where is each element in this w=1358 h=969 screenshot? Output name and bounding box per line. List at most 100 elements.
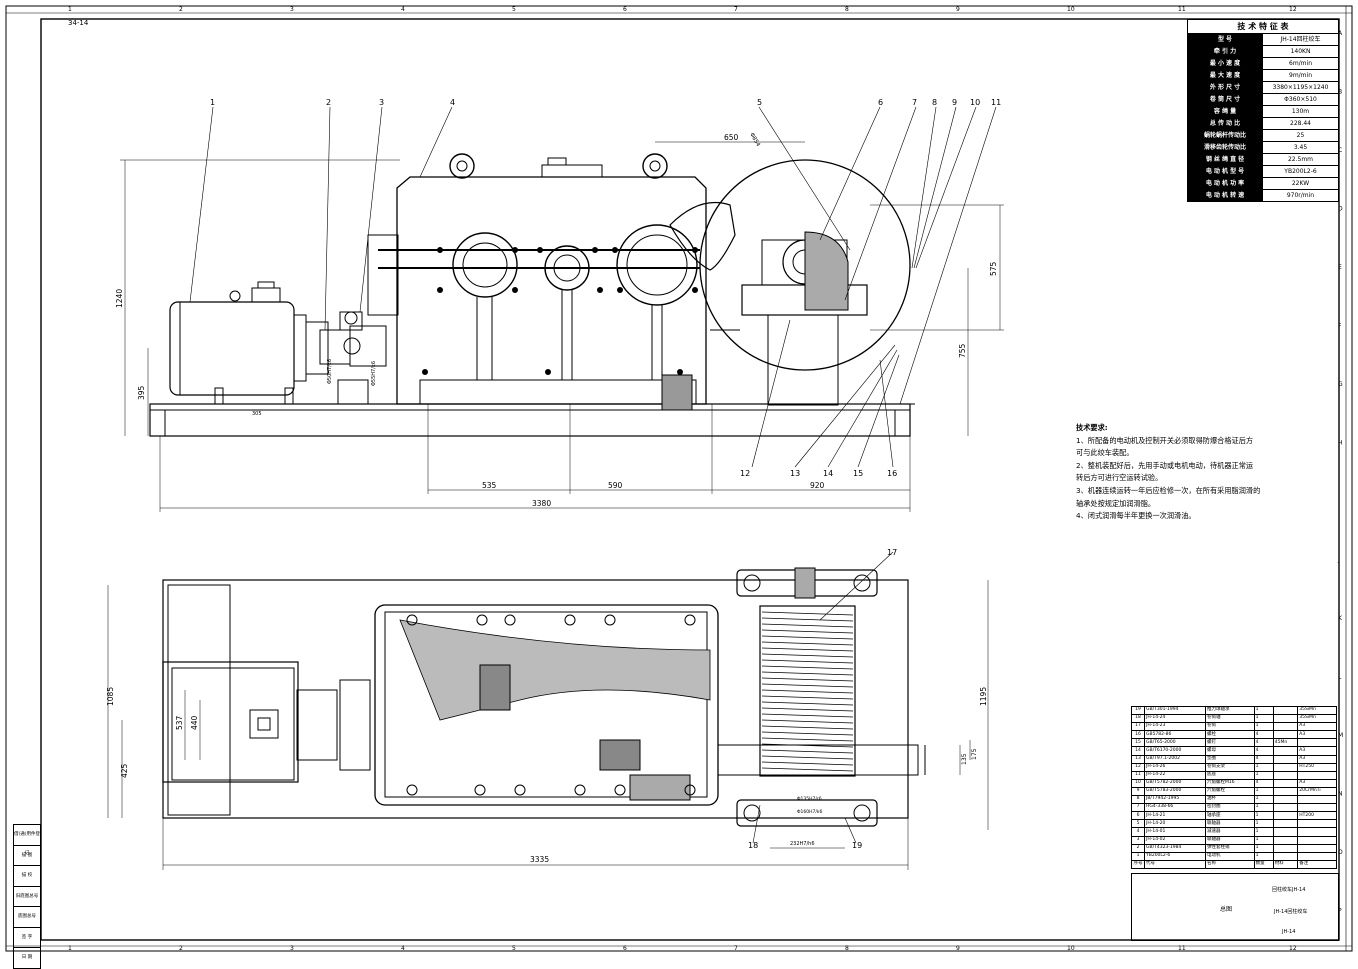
fit-232: 232H7/h6 bbox=[790, 841, 815, 847]
bom-cell-mat bbox=[1272, 811, 1299, 821]
bom-cell-name: 减速器 bbox=[1205, 827, 1255, 837]
rope-wrap bbox=[761, 617, 854, 622]
grid-column-label: 12 bbox=[1289, 945, 1297, 952]
bom-cell-mat bbox=[1272, 722, 1299, 732]
grid-column-label: 1 bbox=[68, 945, 72, 952]
grid-column-label: 6 bbox=[623, 945, 627, 952]
rope-wrap bbox=[761, 707, 854, 712]
bom-cell-name: 轴承座 bbox=[1205, 811, 1255, 821]
grid-column-label: 6 bbox=[623, 6, 627, 13]
bom-cell-name: 螺栓 bbox=[1205, 730, 1255, 740]
dim-305: 305 bbox=[252, 411, 262, 417]
bom-cell-mat bbox=[1272, 803, 1299, 813]
grid-column-label: 3 bbox=[290, 945, 294, 952]
bom-cell-qty: 1 bbox=[1253, 722, 1274, 732]
callout-6: 6 bbox=[878, 98, 883, 107]
tech-req-title: 技术要求: bbox=[1076, 423, 1108, 432]
bom-cell-code: YB200L2-6 bbox=[1144, 851, 1206, 861]
bom-cell-note: 35SiMn bbox=[1297, 705, 1337, 716]
bom-cell-name: 六角螺栓M16 bbox=[1205, 778, 1255, 788]
callout-1: 1 bbox=[210, 98, 215, 107]
bom-cell-qty: 1 bbox=[1253, 803, 1274, 813]
bom-cell-note bbox=[1297, 738, 1337, 748]
bom-cell-code: JH-14-24 bbox=[1144, 714, 1206, 724]
grid-column-label: 3 bbox=[290, 6, 294, 13]
spec-label: 滑移齿轮传动比 bbox=[1187, 141, 1263, 154]
callout-11: 11 bbox=[991, 98, 1001, 107]
bom-cell-name: 卷筒 bbox=[1205, 722, 1255, 732]
bom-cell-qty: 4 bbox=[1253, 746, 1274, 756]
bom-cell-qty: 4 bbox=[1253, 778, 1274, 788]
bom-cell-note bbox=[1297, 835, 1337, 845]
bom-cell-name: 螺母 bbox=[1205, 746, 1255, 756]
grid-row-label: B bbox=[1338, 89, 1342, 96]
bom-cell-qty: 4 bbox=[1253, 730, 1274, 740]
grid-row-label: E bbox=[1338, 264, 1342, 271]
bom-cell-no: 11 bbox=[1131, 770, 1145, 780]
spec-value: 3.45 bbox=[1262, 141, 1339, 154]
dim-395: 395 bbox=[137, 385, 146, 400]
bom-cell-note: HT200 bbox=[1297, 811, 1337, 821]
front-view bbox=[120, 106, 1004, 512]
dimension-labels: 650 1240 395 305 575 755 535 590 920 338… bbox=[106, 132, 998, 864]
spec-value: 228.44 bbox=[1262, 117, 1339, 130]
bom-cell-qty: 1 bbox=[1253, 705, 1274, 716]
bom-cell-note: A3 bbox=[1297, 778, 1337, 788]
grid-row-label: K bbox=[1338, 615, 1343, 622]
grid-column-label: 9 bbox=[956, 6, 960, 13]
bom-header-row: 序号代号名称数量材料备注 bbox=[1131, 859, 1337, 869]
callout-7: 7 bbox=[912, 98, 917, 107]
bom-cell-no: 13 bbox=[1131, 754, 1145, 764]
grid-column-label: 7 bbox=[734, 6, 738, 13]
bom-cell-note: A3 bbox=[1297, 722, 1337, 732]
spec-label: 容 绳 量 bbox=[1187, 105, 1263, 118]
spec-label: 电 动 机 功 率 bbox=[1187, 177, 1263, 190]
bom-cell-mat bbox=[1272, 714, 1299, 724]
dim-1195: 1195 bbox=[979, 687, 988, 706]
dim-575: 575 bbox=[989, 261, 998, 276]
rope-wrap bbox=[761, 725, 854, 730]
grid-column-label: 8 bbox=[845, 6, 849, 13]
callout-3: 3 bbox=[379, 98, 384, 107]
side-signature-column: 借(通)用件登记描 图描 校旧底图总号底图总号签 字日 期 bbox=[13, 824, 41, 969]
bom-cell-name: 垫圈 bbox=[1205, 754, 1255, 764]
rope-wrap bbox=[761, 713, 854, 718]
rope-wrap bbox=[761, 755, 854, 760]
bom-cell-qty: 1 bbox=[1253, 762, 1274, 772]
bom-cell-mat: 45Mn bbox=[1272, 738, 1299, 748]
callout-8: 8 bbox=[932, 98, 937, 107]
callout-13: 13 bbox=[790, 469, 800, 478]
grid-row-label: D bbox=[1338, 206, 1343, 213]
dim-3380: 3380 bbox=[532, 499, 551, 508]
bom-cell-no: 15 bbox=[1131, 738, 1145, 748]
dim-1240: 1240 bbox=[115, 289, 124, 308]
dim-1085: 1085 bbox=[106, 687, 115, 706]
spec-value: 3380×1195×1240 bbox=[1262, 81, 1339, 94]
grid-column-label: 4 bbox=[401, 6, 405, 13]
bom-cell-no: 4 bbox=[1131, 827, 1145, 837]
bom-cell-no: 7 bbox=[1131, 803, 1145, 813]
bom-cell-note bbox=[1297, 819, 1337, 829]
grid-row-label: O bbox=[1338, 849, 1343, 856]
spec-value: 22.5mm bbox=[1262, 153, 1339, 166]
fit-160: Φ160H7/k6 bbox=[797, 809, 823, 815]
grid-column-label: 12 bbox=[1289, 6, 1297, 13]
bom-cell-qty: 1 bbox=[1253, 795, 1274, 805]
outer-frame bbox=[5, 5, 1353, 952]
dim-590: 590 bbox=[608, 481, 623, 490]
bom-cell-mat bbox=[1272, 754, 1299, 764]
bom-cell-no: 14 bbox=[1131, 746, 1145, 756]
bom-cell-name: 弹性套柱销 bbox=[1205, 843, 1255, 853]
bom-cell-qty: 1 bbox=[1253, 827, 1274, 837]
spec-label: 最 大 速 度 bbox=[1187, 69, 1263, 82]
